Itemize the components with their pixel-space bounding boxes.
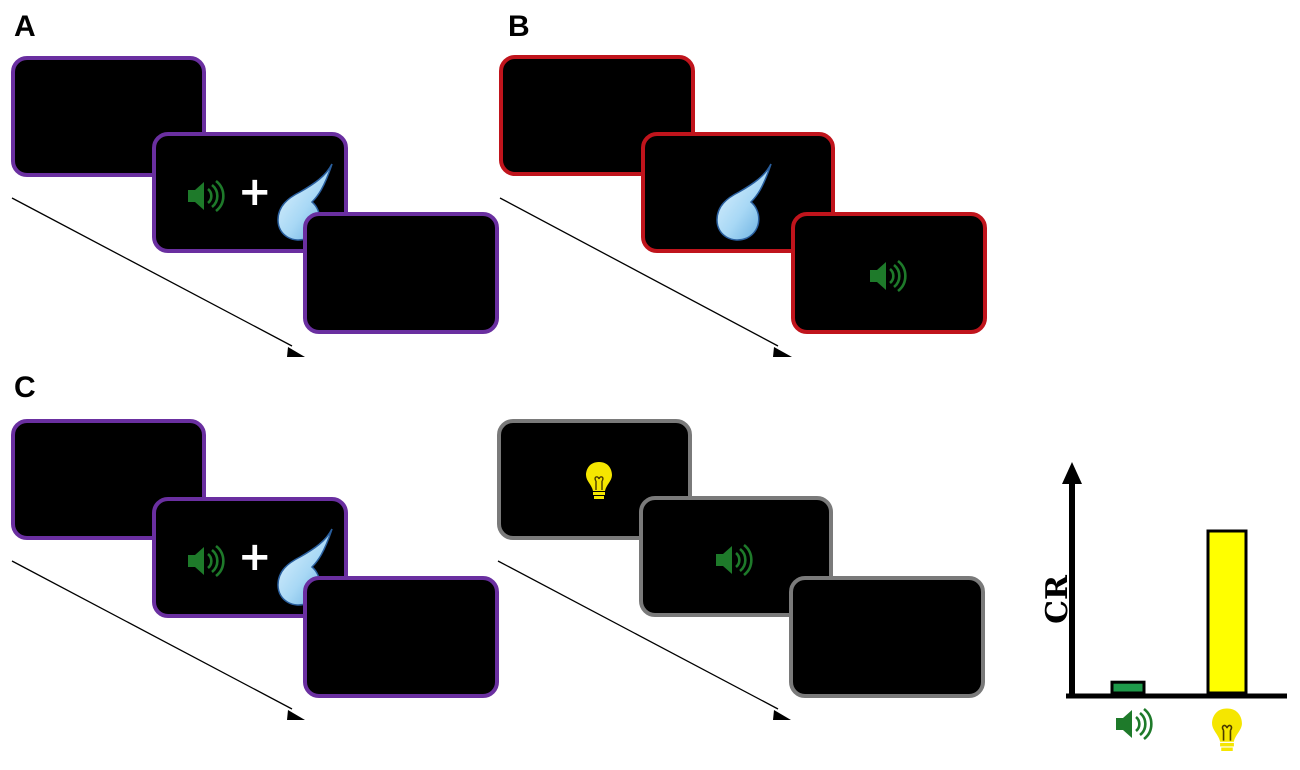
panel-label-a: A: [14, 10, 36, 43]
arrow-icon: [773, 710, 791, 720]
light-bulb-icon: [1211, 707, 1243, 752]
speaker-icon: [186, 179, 225, 213]
screen-c-3: [303, 576, 499, 698]
water-drop-icon: [716, 163, 772, 241]
light-bulb-icon: [585, 461, 613, 500]
speaker-icon: [1114, 707, 1153, 741]
screen-c-4: [497, 419, 692, 540]
time-arrow-c1: [11, 560, 305, 720]
arrow-icon: [773, 347, 792, 357]
time-arrow-c2: [497, 560, 791, 720]
chart-axes: [1062, 462, 1287, 699]
speaker-icon: [186, 544, 225, 578]
chart: CR: [1015, 450, 1300, 770]
arrow-icon: [287, 710, 305, 720]
time-arrow-b: [499, 197, 792, 357]
panel-label-b: B: [508, 10, 530, 43]
bar-light: [1206, 529, 1248, 695]
speaker-icon: [714, 543, 753, 577]
speaker-icon: [868, 259, 907, 293]
screen-c-5: [639, 496, 833, 617]
bar-tone: [1110, 680, 1146, 695]
screen-c-6: [789, 576, 985, 698]
chart-svg: [1062, 462, 1287, 752]
screen-a-2: +: [152, 132, 348, 253]
time-arrow-a: [11, 197, 305, 357]
screen-a-3: [303, 212, 499, 334]
screen-b-3: [791, 212, 987, 334]
y-axis-arrowhead: [1062, 462, 1082, 484]
panel-label-c: C: [14, 371, 36, 404]
arrow-icon: [287, 347, 305, 357]
y-axis-label: CR: [1039, 575, 1075, 624]
plus-sign: +: [238, 534, 272, 580]
plus-sign: +: [238, 169, 272, 215]
